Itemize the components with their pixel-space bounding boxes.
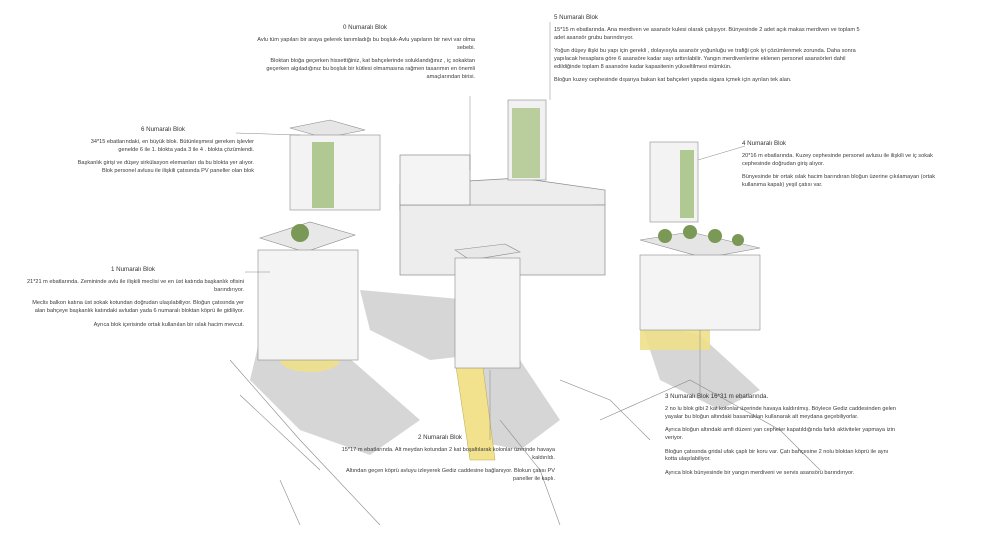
block-5-greenery: [512, 108, 540, 178]
block-2-text-2: Altından geçen köprü avluyu izleyerek Ge…: [346, 468, 555, 482]
block-1-text-1: 21*21 m ebatlarında. Zemininde avlu ile …: [26, 279, 244, 293]
tree: [683, 225, 697, 239]
block-0-text-1: Avlu tüm yapıları bir araya gelerek tanı…: [257, 37, 475, 51]
block-6-text-1: 34*15 ebatlarındaki, en büyük blok. Bütü…: [90, 139, 254, 153]
block-4-greenery: [680, 150, 694, 218]
mass-side: [399, 154, 471, 206]
block-4-text-1: 20*16 m ebatlarında. Kuzey cephesinde pe…: [742, 153, 933, 167]
annotation-block-0: 0 Numaralı Blok Avlu tüm yapıları bir ar…: [255, 24, 475, 87]
ground-lines: [229, 359, 821, 526]
block-6-greenery: [312, 142, 334, 208]
block-1-roof-tree: [291, 224, 309, 242]
leader-b4: [697, 145, 746, 161]
plaza-right: [640, 330, 710, 350]
block-3-trees: [658, 225, 744, 246]
block-5-text-2: Yoğun düşey ilişki bu yapı için gerekli …: [554, 48, 856, 70]
tree: [708, 229, 722, 243]
block-6-roof: [289, 119, 366, 139]
block-0-title: 0 Numaralı Blok: [342, 24, 388, 31]
annotation-block-3: 3 Numaralı Blok 16*31 m ebatlarında. 2 n…: [665, 393, 900, 483]
leader-lines: [235, 22, 746, 440]
block-3: [639, 225, 761, 331]
stair-edge: [499, 419, 561, 526]
block-4: [649, 141, 699, 223]
block-6-text-2: Başkanlık girişi ve düşey sirkülasyon el…: [77, 160, 254, 174]
block-1-title: 1 Numaralı Blok: [110, 266, 156, 273]
block-4-text-2: Bünyesinde bir ortak ıslak hacim barındı…: [742, 174, 936, 188]
block-5-text-1: 15*15 m ebatlarında. Ana merdiven ve asa…: [554, 27, 860, 41]
block-1-text-3: Ayrıca blok içerisinde ortak kullanılan …: [93, 321, 244, 328]
block-2-text-1: 15*17 m ebatlarında. Alt meydan kotundan…: [341, 447, 555, 461]
block-4-title: 4 Numaralı Blok: [742, 140, 787, 147]
annotation-block-6: 6 Numaralı Blok 34*15 ebatlarındaki, en …: [72, 126, 254, 182]
block-2: [454, 243, 521, 369]
street-line-1: [239, 394, 321, 471]
block-5-title: 5 Numaralı Blok: [554, 14, 599, 21]
terrace-edge: [559, 379, 651, 441]
annotation-block-1: 1 Numaralı Blok 21*21 m ebatlarında. Zem…: [22, 266, 244, 335]
block-5-text-3: Bloğun kuzey cephesinde dışarıya bakan k…: [554, 77, 792, 84]
block-3-text-3: Bloğun çatısında gridal ufak çaplı bir k…: [665, 448, 889, 463]
tree: [658, 229, 672, 243]
block-1: [257, 221, 359, 361]
block-3-text-1: 2 no lu blok gibi 2 kat kolonlar üzerind…: [665, 406, 897, 420]
block-6-title: 6 Numaralı Blok: [140, 126, 186, 133]
block-2-roof: [454, 243, 521, 261]
annotation-block-2: 2 Numaralı Blok 15*17 m ebatlarında. Alt…: [325, 434, 555, 490]
annotation-block-5: 5 Numaralı Blok 15*15 m ebatlarında. Ana…: [554, 14, 864, 91]
block-1-facade: [257, 249, 359, 361]
block-3-title: 3 Numaralı Blok 16*31 m ebatlarında.: [665, 393, 769, 400]
leader-b6: [235, 132, 301, 136]
block-5: [507, 99, 547, 181]
site-edge-left: [229, 359, 381, 526]
annotation-block-4: 4 Numaralı Blok 20*16 m ebatlarında. Kuz…: [742, 140, 952, 196]
block-6-facade: [289, 134, 381, 211]
central-mass: [399, 154, 606, 276]
block-2-facade: [454, 257, 521, 369]
block-3-text-4: Ayrıca blok bünyesinde bir yangın merdiv…: [665, 469, 855, 476]
street-line-2: [279, 479, 301, 526]
block-2-title: 2 Numaralı Blok: [417, 434, 463, 441]
block-3-facade: [639, 254, 761, 331]
tree: [732, 234, 744, 246]
block-1-text-2: Meclis balkon katına üst sokak kotundan …: [32, 300, 244, 314]
block-0-text-2: Bloktan bloğa geçerken hissettiğiniz, ka…: [266, 58, 475, 80]
block-3-text-2: Ayrıca bloğun altındaki amfi düzeni yan …: [665, 427, 895, 441]
site-edge-right: [599, 379, 821, 471]
block-6: [289, 119, 381, 211]
